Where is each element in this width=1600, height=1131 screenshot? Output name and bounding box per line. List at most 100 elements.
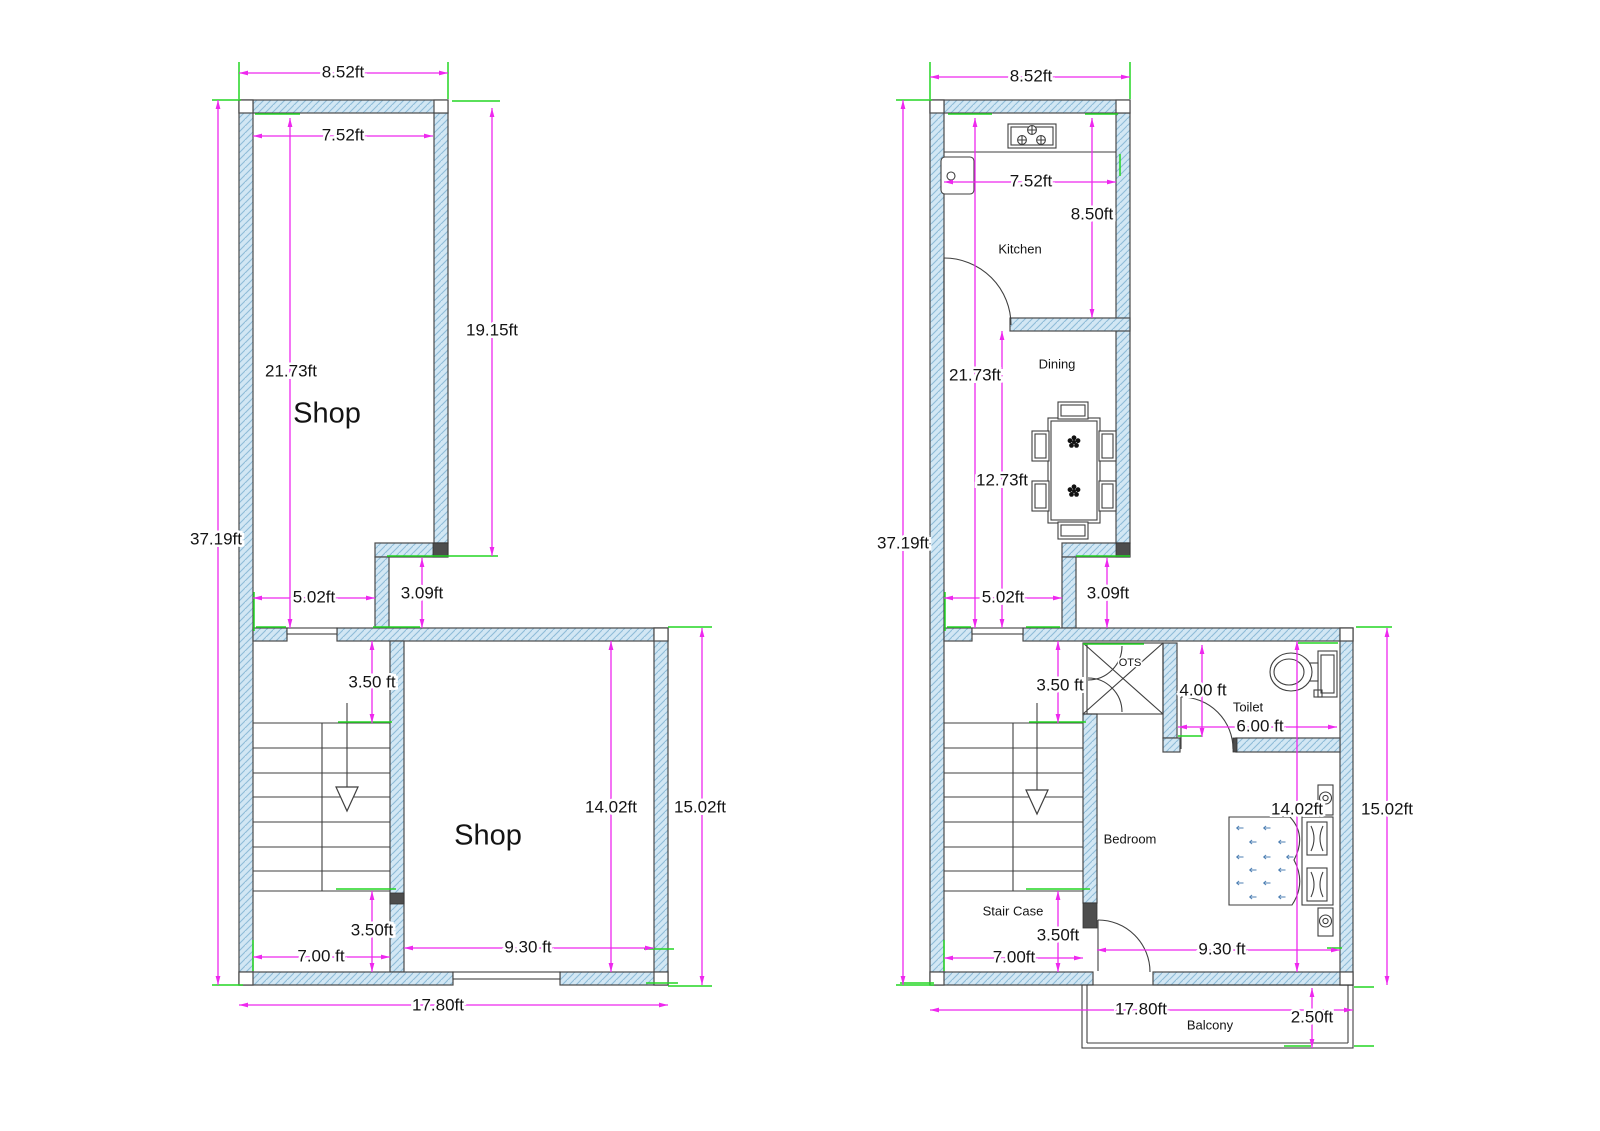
dimension-arrowhead [1384, 628, 1390, 637]
dim-left-overall-width: 17.80ft [412, 995, 464, 1014]
dim-right-top-inner-width: 7.52ft [1010, 171, 1053, 190]
balcony-structure [1081, 984, 1354, 1049]
dimension-arrowhead [608, 963, 614, 972]
dim-left-stair-upper-gap: 3.50 ft [348, 672, 396, 691]
wc-icon [1269, 650, 1338, 698]
dimension-arrowhead [1055, 641, 1061, 650]
dimension-arrowhead [381, 954, 390, 960]
dimension-arrowhead [404, 945, 413, 951]
left-extension-lines [212, 62, 712, 987]
dim-left-step-height: 3.09ft [401, 583, 444, 602]
dimension-arrowhead [930, 1007, 939, 1013]
dimension-arrowhead [1178, 724, 1187, 730]
dimension-arrowhead [1384, 976, 1390, 985]
left-plan-walls [238, 99, 669, 986]
dimension-arrowhead [699, 976, 705, 985]
dimension-arrowhead [900, 976, 906, 985]
dimension-arrowhead [239, 1002, 248, 1008]
dimension-arrowhead [944, 955, 953, 961]
dimension-arrowhead [944, 595, 953, 601]
stair-down-arrow-icon [1025, 703, 1049, 816]
dimension-arrowhead [1328, 724, 1337, 730]
dim-left-step-inner-width: 5.02ft [293, 587, 336, 606]
room-label-ots: OTS [1119, 657, 1142, 669]
dimension-arrowhead [253, 133, 262, 139]
dim-right-overall-width: 17.80ft [1115, 999, 1167, 1018]
dim-left-stair-width: 7.00 ft [297, 946, 345, 965]
dim-left-top-width: 8.52ft [322, 62, 365, 81]
dimension-arrowhead [287, 118, 293, 127]
dimension-arrowhead [1294, 641, 1300, 650]
dimension-arrowhead [1089, 309, 1095, 318]
dimension-arrowhead [369, 891, 375, 900]
dimension-arrowhead [489, 547, 495, 556]
left-labels: 8.52ft 7.52ft 19.15ft 21.73ft 37.19ft 5.… [188, 60, 729, 1017]
room-label-stair-case: Stair Case [983, 903, 1044, 918]
kitchen-fixtures [940, 123, 1116, 326]
dimension-arrowhead [608, 641, 614, 650]
dim-right-lower-block-height: 15.02ft [1361, 799, 1413, 818]
dim-left-top-inner-width: 7.52ft [322, 125, 365, 144]
dimension-arrowhead [419, 619, 425, 628]
toilet-door-arc [1180, 696, 1234, 750]
dimension-arrowhead [1309, 988, 1315, 997]
dim-right-dining-height: 12.73ft [976, 470, 1028, 489]
ots-door-arc-upper [1087, 645, 1123, 681]
dim-left-shop-inner-width: 9.30 ft [504, 937, 552, 956]
dimension-arrowhead [424, 133, 433, 139]
sink-icon [940, 156, 975, 195]
dining-set [1031, 401, 1117, 540]
bed-quilt [1228, 816, 1301, 906]
room-label-shop-lower: Shop [454, 820, 522, 852]
dimension-arrowhead [369, 714, 375, 723]
room-label-shop-upper: Shop [293, 398, 361, 430]
left-plan: 8.52ft 7.52ft 19.15ft 21.73ft 37.19ft 5.… [188, 60, 729, 1017]
right-labels: 8.52ft 7.52ft 8.50ft 21.73ft 12.73ft 37.… [875, 64, 1416, 1034]
dimension-arrowhead [239, 70, 248, 76]
dim-right-top-width: 8.52ft [1010, 66, 1053, 85]
dimension-arrowhead [1331, 947, 1340, 953]
dim-right-stair-width: 7.00ft [993, 947, 1036, 966]
dim-right-bedroom-height: 14.02ft [1271, 799, 1323, 818]
dimension-arrowhead [1055, 714, 1061, 723]
shop-entrance-shutter [452, 971, 561, 980]
dimension-arrowhead [659, 1002, 668, 1008]
room-label-dining: Dining [1039, 356, 1076, 371]
dimension-arrowhead [1074, 955, 1083, 961]
right-stairs [944, 703, 1083, 892]
left-stairs [253, 703, 390, 892]
dimension-arrowhead [439, 70, 448, 76]
hall-entry-opening [971, 627, 1024, 635]
dimension-arrowhead [369, 641, 375, 650]
dimension-arrowhead [287, 619, 293, 628]
dimension-arrowhead [1089, 118, 1095, 127]
dim-left-upper-inner-height: 21.73ft [265, 361, 317, 380]
dimension-arrowhead [999, 331, 1005, 340]
ots-box [1082, 642, 1164, 715]
dimension-arrowhead [1309, 1039, 1315, 1048]
dimension-arrowhead [999, 619, 1005, 628]
dimension-arrowhead [944, 179, 953, 185]
dim-left-upper-right-height: 19.15ft [466, 320, 518, 339]
dimension-arrowhead [1199, 728, 1205, 737]
right-plan-walls [929, 99, 1354, 986]
bedroom-fixtures [1097, 784, 1334, 973]
dimension-arrowhead [1055, 891, 1061, 900]
dimension-arrowhead [1344, 1007, 1353, 1013]
room-label-balcony: Balcony [1187, 1017, 1234, 1032]
dimension-arrowhead [1053, 595, 1062, 601]
dim-right-step-height: 3.09ft [1087, 583, 1130, 602]
dim-right-overall-height: 37.19ft [877, 533, 929, 552]
dimension-arrowhead [253, 595, 262, 601]
stair-down-arrow-icon [335, 703, 359, 813]
dim-left-shop-inner-height: 14.02ft [585, 797, 637, 816]
dimension-arrowhead [1055, 963, 1061, 972]
dim-right-kitchen-height: 8.50ft [1071, 204, 1114, 223]
dimension-arrowhead [253, 954, 262, 960]
dimension-arrowhead [1294, 963, 1300, 972]
dim-right-stair-lower-gap: 3.50ft [1037, 925, 1080, 944]
stove-icon [1007, 123, 1057, 149]
left-dimension-lines [215, 70, 705, 1008]
dimension-arrowhead [1121, 74, 1130, 80]
